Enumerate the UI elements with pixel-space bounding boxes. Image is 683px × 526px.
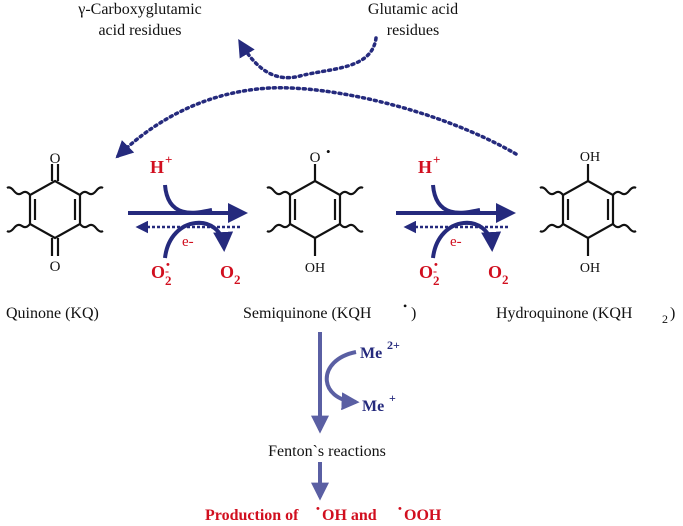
semiquinone-name-radical-dot: • [403, 299, 407, 313]
reaction-2-electron: e- [450, 234, 462, 250]
reaction-2-superoxide-sub: 2 [433, 273, 440, 288]
metal-in-charge: 2+ [387, 338, 400, 352]
hydroquinone-name-close: ) [670, 305, 675, 322]
reaction-1-proton: H [150, 157, 164, 177]
reaction-2-oxygen: O [488, 262, 502, 282]
reaction-1-oxygen: O [220, 262, 234, 282]
metal-out-charge: + [389, 391, 396, 405]
semiquinone-name: Semiquinone (KQH [243, 305, 372, 322]
fenton-reactions-label: Fenton`s reactions [268, 443, 386, 460]
quinone-name: Quinone (KQ) [6, 305, 99, 322]
reaction-1-electron: e- [182, 234, 194, 250]
quinone-top-oxygen: O [50, 151, 61, 167]
hydroquinone-name-subscript: 2 [662, 312, 668, 326]
hydroquinone-top-hydroxyl: OH [580, 150, 600, 165]
reaction-2-superoxide-dot: • [434, 259, 438, 271]
quinone-structure [6, 164, 104, 256]
hydroxyl-radical-label: OH and [322, 507, 377, 524]
reaction-1-superoxide-charge: - [165, 264, 169, 278]
semiquinone-oxygen: O [310, 150, 321, 166]
hydroquinone-name: Hydroquinone (KQH [496, 305, 633, 322]
oh-radical-dot: • [316, 503, 320, 515]
semiquinone-name-close: ) [411, 305, 416, 322]
glutamic-to-carboxy-dotted-arrow [238, 36, 378, 80]
reaction-2-superoxide-charge: - [433, 264, 437, 278]
quinone-bottom-oxygen: O [50, 259, 61, 275]
reaction-2-proton-charge: + [433, 152, 440, 167]
semiquinone-hydroxyl: OH [305, 261, 325, 276]
reaction-2-proton: H [418, 157, 432, 177]
ooh-radical-dot: • [398, 503, 402, 515]
reaction-2-superoxide: O [419, 262, 433, 282]
metal-in: Me [360, 345, 382, 362]
reaction-2-arrows [396, 184, 516, 259]
hydroquinone-to-quinone-dotted-arrow [115, 86, 518, 159]
hydroperoxyl-radical-label: OOH [404, 507, 442, 524]
reaction-2-oxygen-sub: 2 [502, 272, 509, 287]
semiquinone-radical-dot: • [326, 144, 331, 159]
reaction-1-oxygen-sub: 2 [234, 272, 241, 287]
carboxyglutamic-label-line1: γ-Carboxyglutamic [77, 1, 201, 18]
metal-out: Me [362, 398, 384, 415]
hydroquinone-structure [539, 164, 637, 256]
production-label: Production of [205, 507, 299, 524]
semiquinone-structure [266, 164, 364, 256]
reaction-1-superoxide: O [151, 262, 165, 282]
reaction-1-superoxide-sub: 2 [165, 273, 172, 288]
reaction-1-proton-charge: + [165, 152, 172, 167]
reaction-1-arrows [128, 184, 248, 259]
glutamic-label-line2: residues [387, 22, 439, 39]
hydroquinone-bottom-hydroxyl: OH [580, 261, 600, 276]
fenton-arrows [311, 332, 360, 501]
carboxyglutamic-label-line2: acid residues [98, 22, 181, 39]
glutamic-label-line1: Glutamic acid [368, 1, 458, 18]
reaction-1-superoxide-dot: • [166, 259, 170, 271]
